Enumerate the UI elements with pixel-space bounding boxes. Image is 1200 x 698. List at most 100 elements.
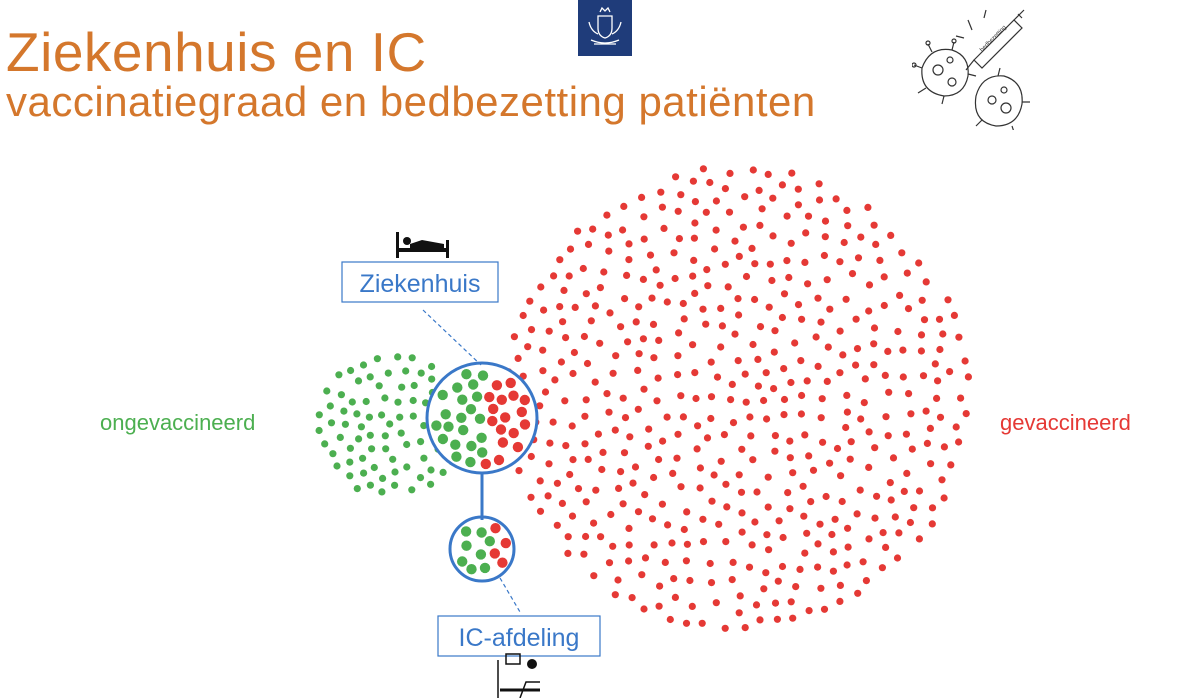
vaccinated-dot	[690, 234, 699, 242]
virus-syringe-icon: bedbezetting	[911, 8, 1052, 133]
vaccinated-dot	[794, 185, 802, 193]
unvaccinated-dot	[402, 367, 410, 375]
vaccinated-dot	[691, 198, 700, 206]
vaccinated-dot	[815, 196, 824, 204]
vaccinated-dot	[903, 469, 911, 477]
vaccinated-dot	[539, 367, 547, 375]
unvaccinated-dot	[403, 440, 411, 449]
vaccinated-dot	[639, 275, 648, 283]
unvaccinated-dot	[357, 423, 365, 431]
vaccinated-dot	[786, 454, 794, 462]
vaccinated-dot	[625, 541, 633, 549]
vaccinated-dot	[569, 456, 577, 464]
vaccinated-label: gevaccineerd	[1000, 410, 1131, 435]
vaccinated-dot	[658, 500, 667, 508]
vaccinated-dot	[887, 231, 895, 239]
vaccinated-dot	[936, 345, 944, 354]
icu-patient-dot	[457, 556, 468, 567]
vaccinated-dot	[854, 589, 862, 597]
vaccinated-dot	[807, 498, 815, 506]
vaccinated-dot	[786, 505, 794, 513]
unvaccinated-dot	[382, 445, 390, 453]
vaccinated-dot	[605, 408, 613, 416]
vaccinated-dot	[737, 488, 746, 496]
vaccinated-dot	[836, 327, 844, 335]
vaccinated-dot	[803, 377, 811, 385]
vaccinated-dot	[590, 572, 598, 580]
vaccinated-dot	[720, 431, 729, 439]
hospital-patient-dot	[484, 391, 495, 403]
unvaccinated-dot	[366, 373, 374, 381]
hospital-patient-dot	[461, 369, 472, 380]
vaccinated-dot	[674, 371, 682, 379]
vaccinated-dot	[606, 309, 614, 317]
vaccinated-dot	[624, 338, 632, 346]
vaccinated-dot	[546, 439, 554, 447]
vaccinated-dot	[712, 599, 720, 607]
vaccinated-dot	[640, 385, 648, 393]
vaccinated-dot	[619, 394, 627, 402]
vaccinated-dot	[699, 538, 708, 546]
vaccinated-dot	[853, 510, 861, 518]
vaccinated-dot	[748, 244, 756, 252]
vaccinated-dot	[791, 339, 799, 347]
hospital-patient-dot	[491, 380, 503, 391]
hospital-patient-dot	[431, 420, 442, 431]
vaccinated-dot	[836, 258, 844, 266]
vaccinated-dot	[908, 445, 916, 453]
unvaccinated-dot	[370, 463, 378, 472]
hospital-patient-dot	[480, 458, 491, 470]
vaccinated-dot	[670, 249, 678, 257]
vaccinated-dot	[770, 348, 778, 356]
unvaccinated-dot	[397, 429, 405, 437]
vaccinated-dot	[870, 221, 878, 229]
vaccinated-dot	[564, 549, 572, 558]
unvaccinated-dot	[381, 394, 389, 402]
unvaccinated-dot	[321, 440, 329, 448]
vaccinated-dot	[876, 256, 884, 264]
hospital-patient-dot	[437, 433, 449, 445]
vaccinated-dot	[691, 219, 699, 227]
vaccinated-dot	[738, 528, 746, 536]
hospital-patient-dot	[471, 391, 483, 402]
hospital-patient-dot	[452, 382, 463, 393]
vaccinated-dot	[625, 240, 633, 248]
hospital-patient-dot	[456, 412, 467, 423]
vaccinated-dot	[639, 335, 648, 343]
vaccinated-dot	[762, 569, 770, 577]
vaccinated-dot	[840, 238, 848, 247]
hospital-label: Ziekenhuis	[360, 270, 481, 298]
unvaccinated-dot	[329, 450, 337, 458]
vaccinated-dot	[707, 579, 716, 587]
vaccinated-dot	[690, 256, 698, 264]
vaccinated-dot	[544, 492, 552, 500]
vaccinated-dot	[820, 251, 829, 260]
unvaccinated-dot	[394, 353, 402, 361]
vaccinated-dot	[844, 543, 852, 551]
vaccinated-dot	[955, 333, 963, 341]
vaccinated-dot	[580, 550, 588, 558]
vaccinated-dot	[669, 469, 677, 477]
vaccinated-dot	[780, 395, 789, 404]
vaccinated-dot	[915, 259, 923, 267]
vaccinated-dot	[865, 428, 873, 436]
vaccinated-dot	[557, 358, 566, 366]
vaccinated-dot	[803, 529, 811, 537]
vaccinated-dot	[816, 520, 824, 528]
icu-patient-dot	[497, 557, 508, 568]
vaccinated-dot	[741, 370, 749, 378]
unvaccinated-dot	[408, 354, 416, 362]
vaccinated-dot	[819, 438, 827, 446]
vaccinated-dot	[641, 554, 650, 562]
vaccinated-dot	[746, 413, 754, 421]
vaccinated-dot	[611, 591, 619, 599]
vaccinated-dot	[645, 425, 653, 433]
unvaccinated-dot	[359, 454, 367, 462]
vaccinated-dot	[656, 281, 664, 289]
unvaccinated-dot	[391, 481, 399, 489]
vaccinated-dot	[712, 197, 721, 205]
vaccinated-dot	[568, 422, 576, 430]
vaccinated-dot	[796, 565, 804, 574]
vaccinated-dot	[619, 226, 627, 234]
vaccinated-dot	[648, 294, 656, 302]
